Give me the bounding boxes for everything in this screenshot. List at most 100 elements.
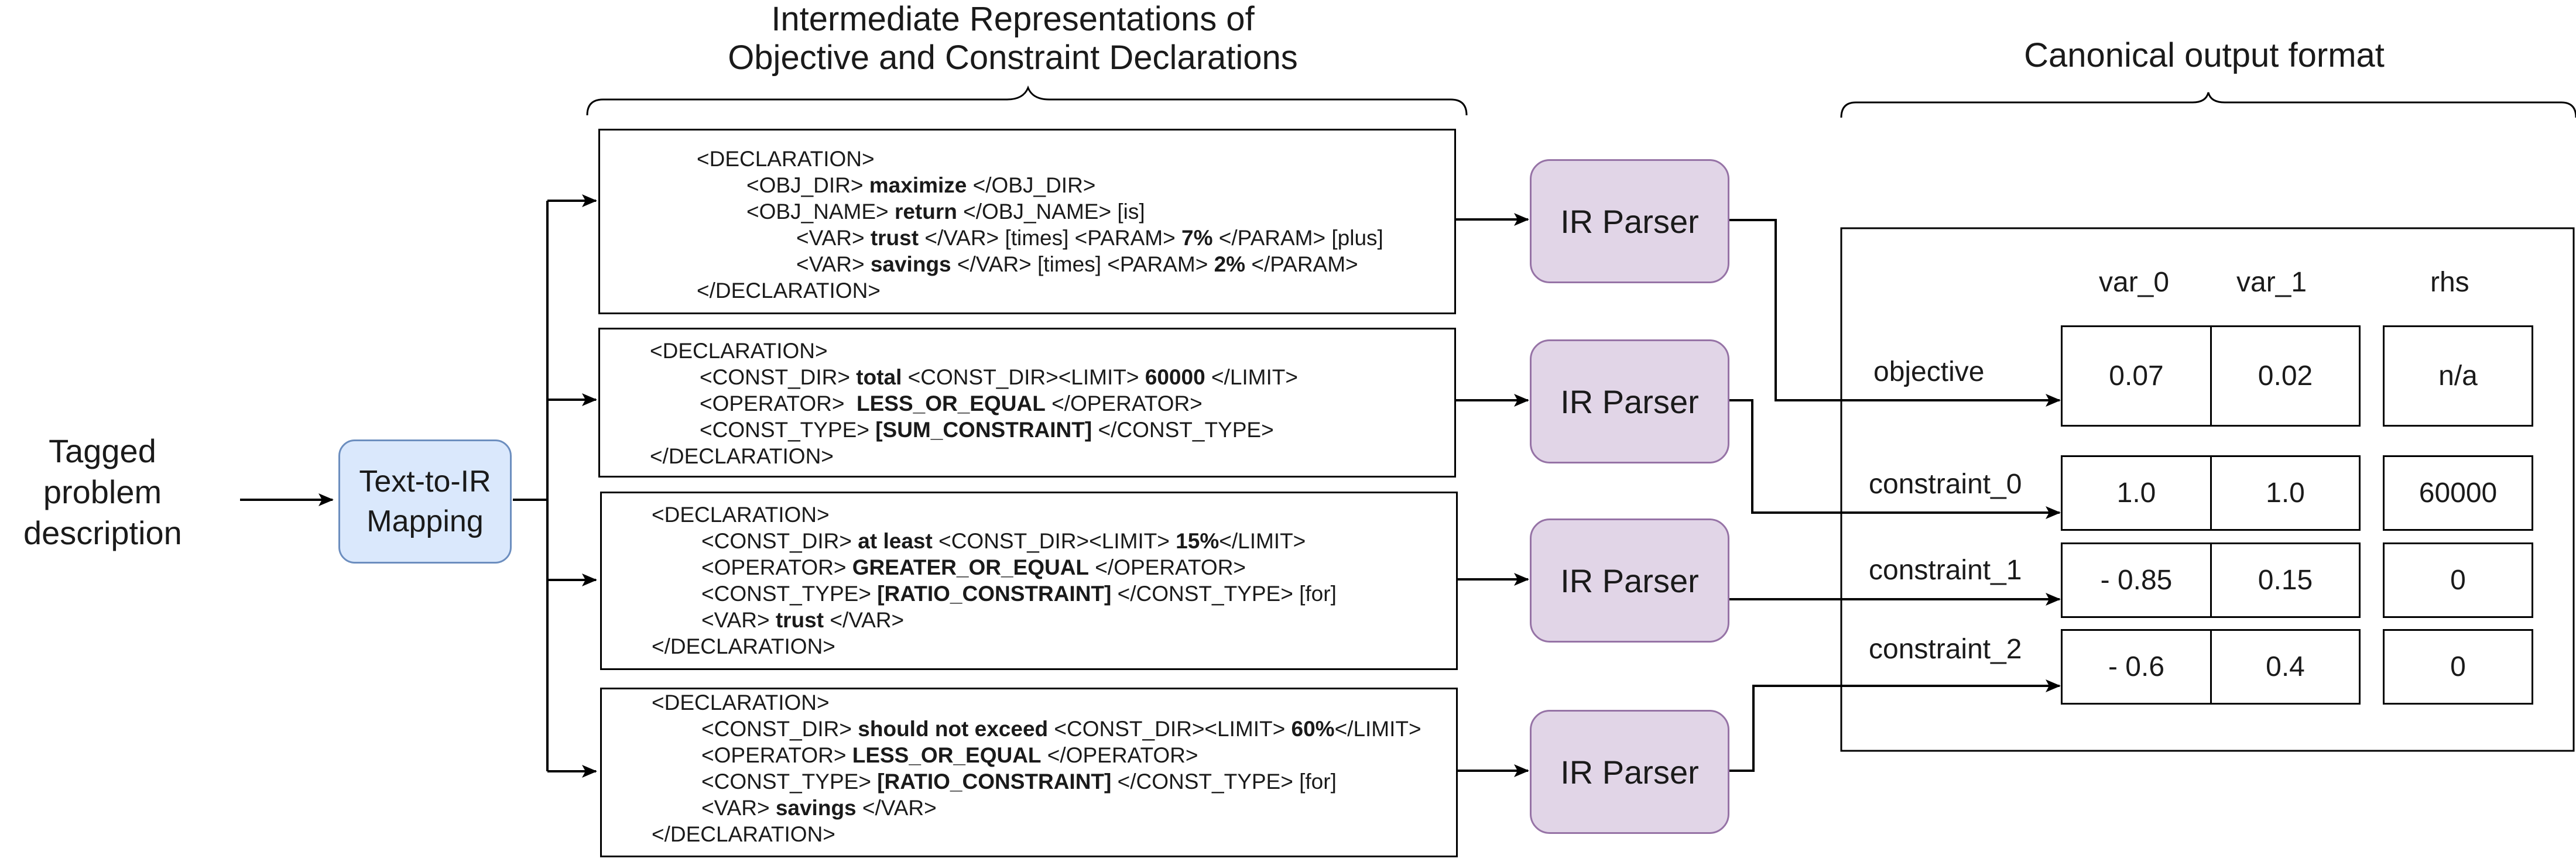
declaration-token: <OPERATOR> [701,743,852,767]
declaration-token-bold: [RATIO_CONSTRAINT] [877,582,1112,606]
column-header: rhs [2430,267,2469,298]
declaration-token: </OPERATOR> [1045,391,1203,415]
declaration-token-bold: 2% [1214,252,1246,276]
declaration-line: <DECLARATION> [600,146,1454,172]
declaration-token-bold: savings [775,796,857,820]
declaration-token-bold: 7% [1181,226,1213,250]
arrow-parser-3-to-constraint-2 [1729,679,2061,772]
output-frame [1840,227,2575,752]
input-label: Tagged problem description [23,432,182,551]
declaration-token: </PARAM> [plus] [1212,226,1383,250]
row-label: constraint_0 [1869,469,2022,500]
declaration-line: </DECLARATION> [600,443,1454,469]
declaration-token-bold: return [894,200,957,224]
declaration-token: </OBJ_DIR> [967,173,1096,197]
declaration-token-bold: savings [870,252,951,276]
table-cell: 1.0 [2061,455,2212,531]
declaration-token: <VAR> [701,608,776,632]
declaration-line: <DECLARATION> [602,502,1456,528]
declaration-token: <CONST_DIR> [701,717,858,741]
declaration-token-bold: trust [870,226,919,250]
declaration-token: </DECLARATION> [650,444,834,468]
declaration-token: <DECLARATION> [652,503,830,527]
declaration-token-bold: [RATIO_CONSTRAINT] [877,770,1112,794]
declaration-token-bold: should not exceed [858,717,1049,741]
declaration-token: <CONST_DIR><LIMIT> [1048,717,1292,741]
declaration-line: </DECLARATION> [602,633,1456,660]
declaration-line: <CONST_TYPE> [SUM_CONSTRAINT] </CONST_TY… [600,417,1454,443]
declaration-line: <CONST_TYPE> [RATIO_CONSTRAINT] </CONST_… [602,581,1456,607]
declaration-token-bold: 60% [1291,717,1335,741]
declaration-token: </OBJ_NAME> [is] [957,200,1145,224]
declaration-line: <DECLARATION> [602,689,1456,716]
declaration-token: </VAR> [times] <PARAM> [919,226,1182,250]
declaration-box-constraint-0: <DECLARATION><CONST_DIR> total <CONST_DI… [598,328,1456,478]
row-label: constraint_2 [1869,634,2022,665]
declaration-token: <OPERATOR> [700,391,857,415]
declaration-token: <CONST_DIR><LIMIT> [902,365,1145,389]
declaration-token: <OBJ_DIR> [746,173,869,197]
declaration-token: <CONST_DIR> [700,365,857,389]
declaration-token: </DECLARATION> [652,634,835,658]
declaration-token: </LIMIT> [1334,717,1421,741]
declaration-token: </OPERATOR> [1041,743,1198,767]
declaration-token: </VAR> [times] <PARAM> [951,252,1214,276]
declaration-token: <CONST_DIR> [701,529,858,553]
declaration-token: </LIMIT> [1205,365,1298,389]
declaration-token-bold: LESS_OR_EQUAL [852,743,1042,767]
declaration-token: </VAR> [856,796,937,820]
declaration-line: </DECLARATION> [602,821,1456,847]
declaration-box-objective: <DECLARATION><OBJ_DIR> maximize </OBJ_DI… [598,129,1456,314]
declaration-box-constraint-1: <DECLARATION><CONST_DIR> at least <CONST… [600,492,1458,670]
row-label: constraint_1 [1869,555,2022,586]
declaration-line: <OPERATOR> GREATER_OR_EQUAL </OPERATOR> [602,554,1456,581]
declaration-line: <CONST_TYPE> [RATIO_CONSTRAINT] </CONST_… [602,768,1456,795]
table-cell: 1.0 [2210,455,2361,531]
declaration-line: <OBJ_DIR> maximize </OBJ_DIR> [600,172,1454,198]
declaration-token: </CONST_TYPE> [for] [1111,770,1337,794]
declaration-line: <CONST_DIR> at least <CONST_DIR><LIMIT> … [602,528,1456,554]
declaration-line: <OPERATOR> LESS_OR_EQUAL </OPERATOR> [602,742,1456,768]
declaration-token-bold: 60000 [1145,365,1205,389]
declaration-token: <CONST_TYPE> [701,770,878,794]
column-header: var_0 [2099,267,2170,298]
ir-parser-node: IR Parser [1530,710,1729,834]
declaration-token: <CONST_TYPE> [701,582,878,606]
ir-brace [586,85,1468,116]
declaration-line: <CONST_DIR> should not exceed <CONST_DIR… [602,716,1456,742]
declaration-token: </DECLARATION> [652,822,835,846]
declaration-token-bold: LESS_OR_EQUAL [857,391,1046,415]
declaration-line: <OPERATOR> LESS_OR_EQUAL </OPERATOR> [600,390,1454,417]
declaration-line: <CONST_DIR> total <CONST_DIR><LIMIT> 600… [600,364,1454,390]
declaration-line: <VAR> trust </VAR> [times] <PARAM> 7% </… [600,225,1454,251]
declaration-token: <VAR> [796,226,871,250]
declaration-token: <VAR> [701,796,776,820]
declaration-token: </CONST_TYPE> [for] [1111,582,1337,606]
declaration-token: <CONST_TYPE> [700,418,876,442]
declaration-lines: <DECLARATION><CONST_DIR> at least <CONST… [602,502,1456,660]
declaration-token-bold: trust [775,608,824,632]
table-cell: 0.4 [2210,629,2361,705]
declaration-token: <DECLARATION> [650,339,828,363]
text-to-ir-mapping-node: Text-to-IR Mapping [338,439,512,564]
ir-parser-node: IR Parser [1530,159,1729,283]
declaration-token: </LIMIT> [1219,529,1306,553]
declaration-token-bold: 15% [1176,529,1220,553]
table-cell: 0.02 [2210,325,2361,427]
declaration-token: </PARAM> [1245,252,1358,276]
declaration-token-bold: [SUM_CONSTRAINT] [875,418,1092,442]
declaration-token: </CONST_TYPE> [1092,418,1274,442]
table-cell: n/a [2383,325,2533,427]
table-cell: - 0.6 [2061,629,2212,705]
declaration-lines: <DECLARATION><OBJ_DIR> maximize </OBJ_DI… [600,146,1454,304]
declaration-token-bold: GREATER_OR_EQUAL [852,555,1090,579]
table-cell: 0 [2383,629,2533,705]
declaration-token-bold: at least [858,529,933,553]
declaration-line: <OBJ_NAME> return </OBJ_NAME> [is] [600,198,1454,225]
declaration-token-bold: total [856,365,902,389]
ir-heading: Intermediate Representations of Objectiv… [728,0,1298,77]
declaration-token: <CONST_DIR><LIMIT> [932,529,1176,553]
declaration-token: </OPERATOR> [1089,555,1246,579]
arrow-parser-0-to-objective [1729,219,2061,407]
